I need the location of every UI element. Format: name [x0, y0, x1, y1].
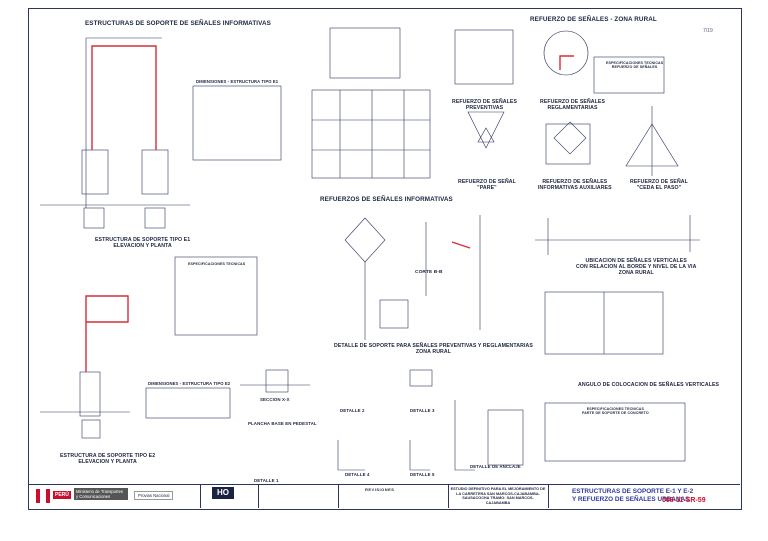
title-plancha: PLANCHA BASE EN PEDESTAL [248, 421, 317, 426]
title-angulo: ANGULO DE COLOCACION DE SEÑALES VERTICAL… [578, 382, 720, 388]
provias-label: Provias Nacional [134, 491, 174, 500]
title-detalle1: DETALLE 1 [254, 478, 279, 483]
title-refuerzo-pare: REFUERZO DE SEÑAL "PARE" [458, 179, 516, 191]
title-block-divider [338, 484, 339, 508]
title-refuerzo-ceda: REFUERZO DE SEÑAL "CEDA EL PASO" [630, 179, 688, 191]
drawing-sheet [28, 8, 742, 510]
title-detalle4: DETALLE 4 [345, 472, 370, 477]
title-refuerzos-informativas: REFUERZOS DE SEÑALES INFORMATIVAS [320, 196, 453, 203]
sheet-corner-number: 7/19 [703, 28, 713, 34]
sheet-number: 008-11-SR-59 [662, 497, 706, 504]
title-ubicacion: UBICACION DE SEÑALES VERTICALES CON RELA… [576, 258, 697, 276]
title-refuerzo-preventivas: REFUERZO DE SEÑALES PREVENTIVAS [452, 99, 518, 111]
title-block-divider [258, 484, 259, 508]
title-block [28, 484, 740, 509]
title-espec-concreto: ESPECIFICACIONES TECNICAS PARTE DE SOPOR… [582, 407, 649, 416]
title-detalle3: DETALLE 3 [410, 408, 435, 413]
title-dim-e1: DIMENSIONES - ESTRUCTURA TIPO E1 [196, 79, 279, 84]
title-detalle-anclaje: DETALLE DE ANCLAJE [470, 464, 521, 469]
firm-logo: HO [212, 487, 234, 499]
title-refuerzo-reglamentarias: REFUERZO DE SEÑALES REGLAMENTARIAS [540, 99, 606, 111]
peru-flag-icon [36, 489, 50, 503]
title-tipo-e1: ESTRUCTURA DE SOPORTE TIPO E1 ELEVACION … [95, 237, 191, 249]
title-block-divider [200, 484, 201, 508]
drawing-title: ESTRUCTURAS DE SOPORTE E-1 Y E-2 Y REFUE… [572, 488, 694, 504]
title-detalle5: DETALLE 5 [410, 472, 435, 477]
title-tipo-e2: ESTRUCTURA DE SOPORTE TIPO E2 ELEVACION … [60, 453, 156, 465]
revisiones-label: REVISIONES [365, 487, 395, 492]
title-estructuras-informativas: ESTRUCTURAS DE SOPORTE DE SEÑALES INFORM… [85, 20, 271, 27]
title-refuerzo-auxiliares: REFUERZO DE SEÑALES INFORMATIVAS AUXILIA… [538, 179, 612, 191]
title-espec-tecnicas: ESPECIFICACIONES TECNICAS [188, 262, 246, 266]
ministerio-label: Ministerio de Transportes y Comunicacion… [74, 488, 128, 501]
project-name: ESTUDIO DEFINITIVO PARA EL MEJORAMIENTO … [450, 487, 546, 505]
title-refuerzo-zona-rural: REFUERZO DE SEÑALES - ZONA RURAL [530, 16, 657, 23]
title-detalle2: DETALLE 2 [340, 408, 365, 413]
peru-label: PERÚ [53, 491, 71, 499]
title-dim-e2: DIMENSIONES - ESTRUCTURA TIPO E2 [148, 381, 231, 386]
title-seccion-xx: SECCION X-X [260, 397, 290, 402]
title-detalle-preventivas: DETALLE DE SOPORTE PARA SEÑALES PREVENTI… [334, 343, 533, 355]
title-espec-refuerzo: ESPECIFICACIONES TECNICAS REFUERZO DE SE… [606, 61, 664, 70]
title-corte-bb: CORTE B-B [415, 270, 443, 275]
title-block-divider [448, 484, 449, 508]
title-block-divider [548, 484, 549, 508]
